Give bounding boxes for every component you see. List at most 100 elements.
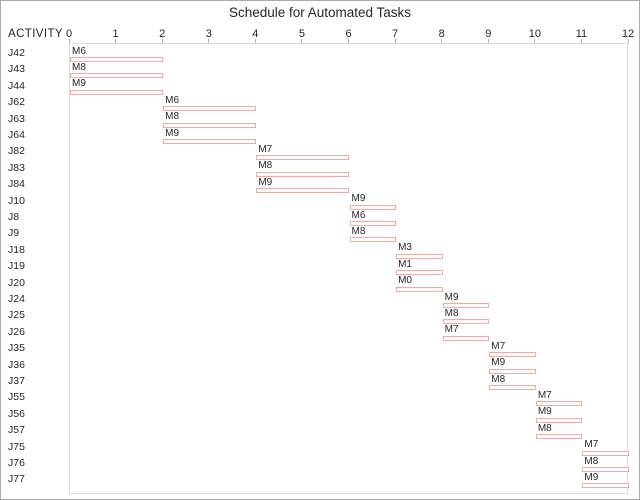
activity-label: J82 xyxy=(8,145,25,158)
machine-label: M9 xyxy=(491,357,506,369)
gantt-bar xyxy=(535,434,583,440)
gantt-bar xyxy=(163,106,257,112)
x-tick-label: 5 xyxy=(298,28,305,40)
x-tick-mark xyxy=(534,39,536,43)
machine-label: M1 xyxy=(398,258,412,270)
chart-title: Schedule for Automated Tasks xyxy=(228,5,412,20)
machine-label: M8 xyxy=(351,225,366,237)
gantt-bar xyxy=(489,352,536,358)
activity-label: J56 xyxy=(8,407,25,420)
x-tick-mark xyxy=(580,39,582,43)
machine-label: M9 xyxy=(351,193,366,205)
gantt-bar xyxy=(442,335,490,341)
gantt-bar xyxy=(349,221,397,226)
activity-label: J8 xyxy=(8,211,20,223)
gantt-bar xyxy=(163,139,257,144)
machine-label: M8 xyxy=(537,422,552,434)
activity-label: J62 xyxy=(8,96,25,109)
machine-label: M9 xyxy=(444,291,459,303)
activity-label: J19 xyxy=(8,260,25,273)
gantt-bar xyxy=(442,319,490,325)
gantt-bar xyxy=(396,286,443,292)
x-tick-mark xyxy=(161,39,163,43)
activity-label: J83 xyxy=(8,161,25,174)
x-tick-mark xyxy=(301,39,303,43)
activity-label: J35 xyxy=(8,342,25,355)
machine-label: M7 xyxy=(537,389,552,401)
machine-label: M0 xyxy=(398,275,412,287)
gantt-bar xyxy=(70,73,164,79)
gantt-bar xyxy=(582,467,629,472)
activity-label: J10 xyxy=(8,194,25,207)
x-tick-mark xyxy=(487,39,489,43)
gantt-bar xyxy=(535,401,583,407)
machine-label: M7 xyxy=(444,324,459,336)
x-tick-mark xyxy=(208,39,210,43)
machine-label: M7 xyxy=(584,439,599,451)
machine-label: M8 xyxy=(72,61,86,73)
x-tick-mark xyxy=(254,39,256,43)
gantt-bar xyxy=(70,57,164,62)
x-tick-mark xyxy=(627,39,629,43)
machine-label: M6 xyxy=(351,209,366,221)
activity-label: J36 xyxy=(8,358,25,371)
gantt-bar xyxy=(582,483,629,489)
machine-label: M9 xyxy=(72,78,86,90)
activity-label: J63 xyxy=(8,112,25,125)
gantt-bar xyxy=(535,417,583,423)
x-tick-label: 7 xyxy=(392,28,399,40)
x-tick-label: 3 xyxy=(205,28,212,40)
x-tick-label: 8 xyxy=(438,28,445,40)
x-tick-mark xyxy=(68,39,70,43)
x-tick-label: 1 xyxy=(112,28,119,40)
machine-label: M9 xyxy=(165,127,180,139)
machine-label: M6 xyxy=(72,45,86,57)
machine-label: M8 xyxy=(444,307,459,319)
x-tick-label: 4 xyxy=(252,28,259,40)
activity-label: J55 xyxy=(8,391,25,404)
activity-label: J9 xyxy=(8,227,20,240)
machine-label: M8 xyxy=(491,373,506,385)
activity-label: J75 xyxy=(8,440,25,453)
machine-label: M7 xyxy=(258,143,273,155)
x-tick-label: 11 xyxy=(575,28,588,40)
activity-label: J76 xyxy=(8,457,25,469)
x-tick-label: 10 xyxy=(528,28,541,40)
gantt-bar xyxy=(349,237,397,243)
gantt-bar xyxy=(489,368,536,374)
activity-label: J77 xyxy=(8,473,25,486)
x-tick-mark xyxy=(348,39,349,43)
gantt-bar xyxy=(70,89,164,95)
machine-label: M7 xyxy=(491,340,506,352)
gantt-bar xyxy=(489,385,536,390)
machine-label: M9 xyxy=(537,406,552,418)
machine-label: M8 xyxy=(258,160,273,172)
activity-label: J44 xyxy=(8,79,25,92)
activity-label: J42 xyxy=(8,47,25,59)
x-tick-label: 9 xyxy=(485,28,492,40)
gantt-bar xyxy=(396,270,443,276)
gantt-bar xyxy=(396,253,443,259)
activity-label: J26 xyxy=(8,325,25,338)
activity-label: J43 xyxy=(8,63,25,76)
x-tick-mark xyxy=(115,39,117,43)
gantt-bar xyxy=(582,450,629,456)
activity-label: J37 xyxy=(8,375,25,387)
x-tick-label: 12 xyxy=(621,28,635,40)
gantt-bar xyxy=(349,204,397,210)
activity-label: J25 xyxy=(8,309,25,322)
x-tick-label: 2 xyxy=(159,28,166,40)
machine-label: M3 xyxy=(398,242,412,254)
gantt-bar xyxy=(442,303,490,308)
activity-label: J64 xyxy=(8,129,25,141)
x-tick-label: 6 xyxy=(345,28,352,40)
activity-label: J57 xyxy=(8,424,25,437)
gantt-bar xyxy=(163,122,257,128)
activity-label: J24 xyxy=(8,293,25,305)
machine-label: M8 xyxy=(165,111,180,123)
activity-label: J20 xyxy=(8,276,25,289)
machine-label: M9 xyxy=(258,176,273,188)
activity-label: J18 xyxy=(8,243,25,256)
